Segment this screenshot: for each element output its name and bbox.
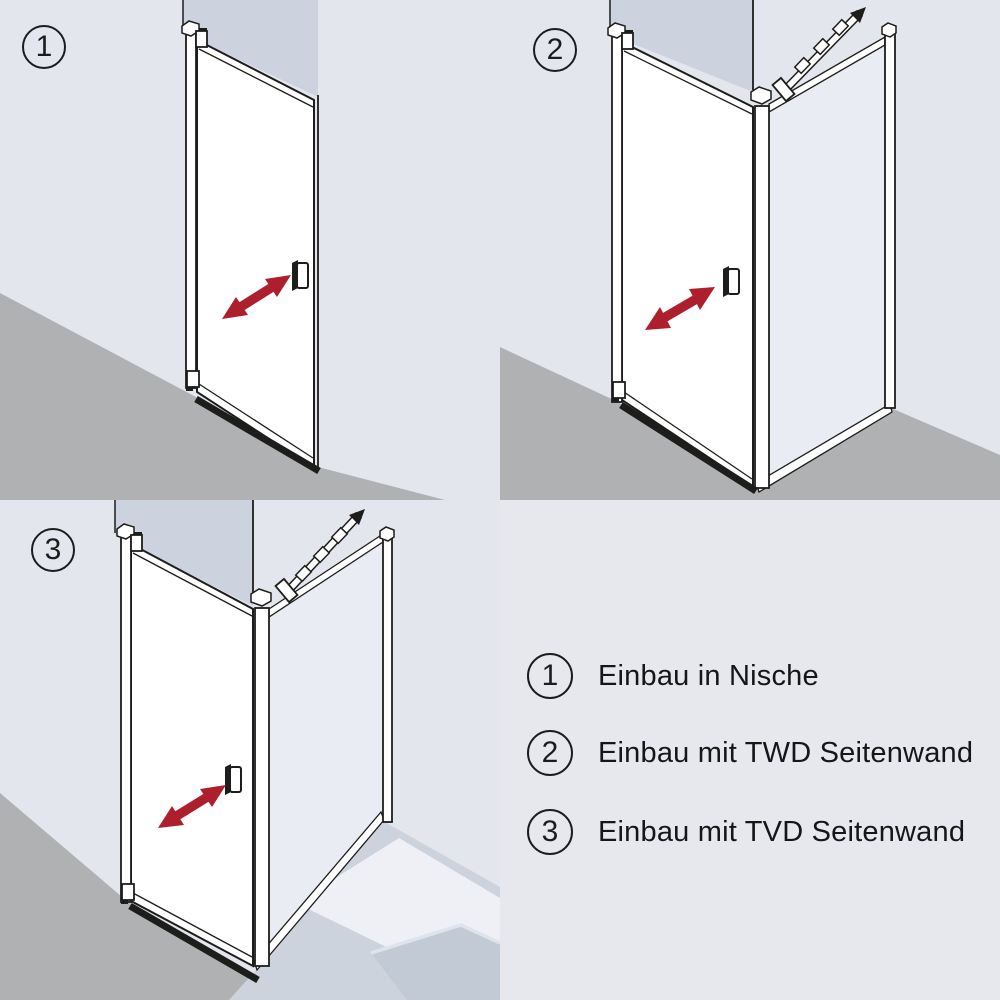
panel-1-drawing — [0, 0, 500, 500]
tray-drain-bevel — [370, 923, 500, 955]
legend-label-2: Einbau mit TWD Seitenwand — [598, 736, 974, 769]
arrow-shaft — [172, 791, 212, 822]
legend-item-1: 1 Einbau in Nische — [527, 653, 819, 699]
top-hinge — [130, 534, 143, 552]
support-bar-bracket — [274, 577, 299, 604]
support-bar-clamp — [831, 18, 850, 37]
bottom-hinge — [186, 370, 200, 388]
arrow-head-left — [645, 307, 671, 330]
door-handle — [727, 268, 740, 295]
arrow-head-left — [158, 806, 184, 828]
legend-item-2: 2 Einbau mit TWD Seitenwand — [527, 730, 973, 776]
side-profile-cap — [379, 526, 395, 542]
side-profile-cap — [881, 22, 897, 38]
arrow-head-right — [265, 275, 291, 297]
shower-door — [116, 523, 260, 984]
hinge-wall-profile — [611, 31, 623, 403]
swing-direction-arrow — [645, 287, 715, 330]
door-bottom-rail-line — [132, 892, 253, 958]
support-bar-tip — [850, 7, 866, 23]
corner-post — [754, 105, 770, 489]
panel-1-einbau-in-nische: 1 — [0, 0, 500, 500]
legend-item-3: 3 Einbau mit TVD Seitenwand — [527, 809, 965, 855]
corner-post-cap — [250, 588, 272, 607]
bottom-hinge — [612, 381, 626, 399]
corner-post-cap — [750, 86, 772, 105]
panel-1-number: 1 — [35, 30, 53, 63]
hinge-wall-profile — [120, 533, 132, 903]
panel-2-drawing — [500, 0, 1000, 500]
top-hinge — [621, 32, 634, 50]
corner-shadow-wall — [610, 0, 753, 92]
threshold-profile — [619, 402, 758, 494]
shower-door — [181, 20, 321, 475]
tvd-side-wall — [250, 509, 395, 972]
side-wall-profile — [382, 535, 393, 823]
support-bar-clamp — [812, 37, 831, 56]
legend: 1 Einbau in Nische 2 Einbau mit TWD Seit… — [500, 500, 1000, 1000]
panel-1-badge: 1 — [22, 25, 66, 69]
arrow-shaft — [659, 293, 701, 324]
panel-3-number: 3 — [44, 533, 62, 566]
side-glass-bottom-rail — [755, 402, 893, 493]
side-wall-profile — [884, 31, 896, 409]
legend-label-1: Einbau in Nische — [598, 659, 819, 692]
corner-post — [254, 607, 270, 967]
swing-direction-arrow — [222, 275, 291, 319]
arrow-head-left — [222, 297, 248, 319]
support-bar-clamp — [294, 564, 313, 583]
arrow-shaft — [236, 281, 277, 313]
legend-badge-2: 2 — [527, 730, 573, 776]
legend-badge-1: 1 — [527, 653, 573, 699]
threshold-profile — [128, 902, 260, 984]
door-top-rail-line — [198, 48, 314, 108]
panel-2-badge: 2 — [533, 28, 577, 72]
legend-badge-3: 3 — [527, 809, 573, 855]
panel-3-badge: 3 — [31, 528, 75, 572]
top-hinge — [195, 30, 208, 48]
support-bar — [771, 7, 866, 103]
threshold-profile — [194, 395, 321, 475]
floor — [0, 793, 257, 1000]
door-handle — [229, 766, 242, 793]
swing-direction-arrow — [158, 785, 226, 828]
side-glass-pane — [257, 540, 383, 965]
legend-number-3: 3 — [541, 815, 559, 848]
legend-number-2: 2 — [541, 736, 559, 769]
niche-shadow-wall — [183, 0, 318, 97]
corner-shadow-wall — [115, 500, 253, 606]
support-bar-bracket — [771, 76, 796, 103]
panel-2-number: 2 — [546, 33, 564, 66]
legend-label-3: Einbau mit TVD Seitenwand — [598, 815, 966, 848]
door-bottom-rail-line — [198, 383, 314, 459]
door-top-rail-line — [623, 50, 753, 115]
door-glass-pane — [196, 38, 315, 470]
support-bar — [274, 509, 365, 604]
hinge-wall-profile — [185, 29, 197, 389]
door-bottom-rail-line — [623, 391, 753, 480]
shower-door — [607, 22, 758, 494]
legend-number-1: 1 — [541, 659, 559, 692]
floor — [0, 293, 445, 500]
panel-2-einbau-mit-twd-seitenwand: 2 — [500, 0, 1000, 500]
twd-side-wall — [750, 7, 897, 493]
support-bar-clamp — [793, 56, 812, 75]
panel-3-drawing — [0, 500, 500, 1000]
arrow-head-right — [689, 287, 715, 310]
door-handle — [296, 262, 309, 289]
door-top-rail-line — [132, 552, 253, 617]
shower-tray — [229, 821, 500, 1000]
support-bar-tip — [349, 509, 365, 525]
bottom-hinge — [121, 883, 135, 901]
support-bar-clamp — [330, 526, 349, 545]
arrow-head-right — [200, 785, 226, 807]
side-glass-pane — [758, 40, 885, 487]
support-bar-clamp — [312, 545, 331, 564]
floor — [500, 347, 1000, 500]
panel-3-einbau-mit-tvd-seitenwand: 3 — [0, 500, 500, 1000]
